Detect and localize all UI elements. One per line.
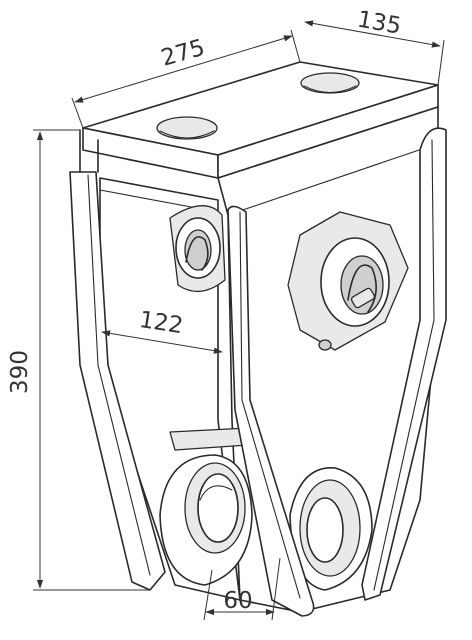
dimension-gap: 60 — [203, 557, 281, 621]
top-hole-right — [300, 72, 360, 94]
right-strap — [361, 127, 447, 601]
left-strap — [69, 129, 166, 591]
bottom-right-lug — [289, 467, 373, 591]
bottom-left-lug — [159, 427, 253, 586]
top-plate — [82, 61, 439, 179]
dimension-height: 390 — [7, 129, 150, 591]
right-nut — [287, 211, 409, 351]
center-strap — [227, 205, 315, 617]
dimension-height-label: 390 — [7, 350, 33, 394]
dimension-length-label: 275 — [158, 35, 207, 72]
dimension-depth-label: 135 — [355, 6, 403, 39]
dimension-gap-label: 60 — [223, 588, 252, 614]
center-lug — [169, 205, 226, 292]
top-hole-left — [156, 116, 218, 140]
